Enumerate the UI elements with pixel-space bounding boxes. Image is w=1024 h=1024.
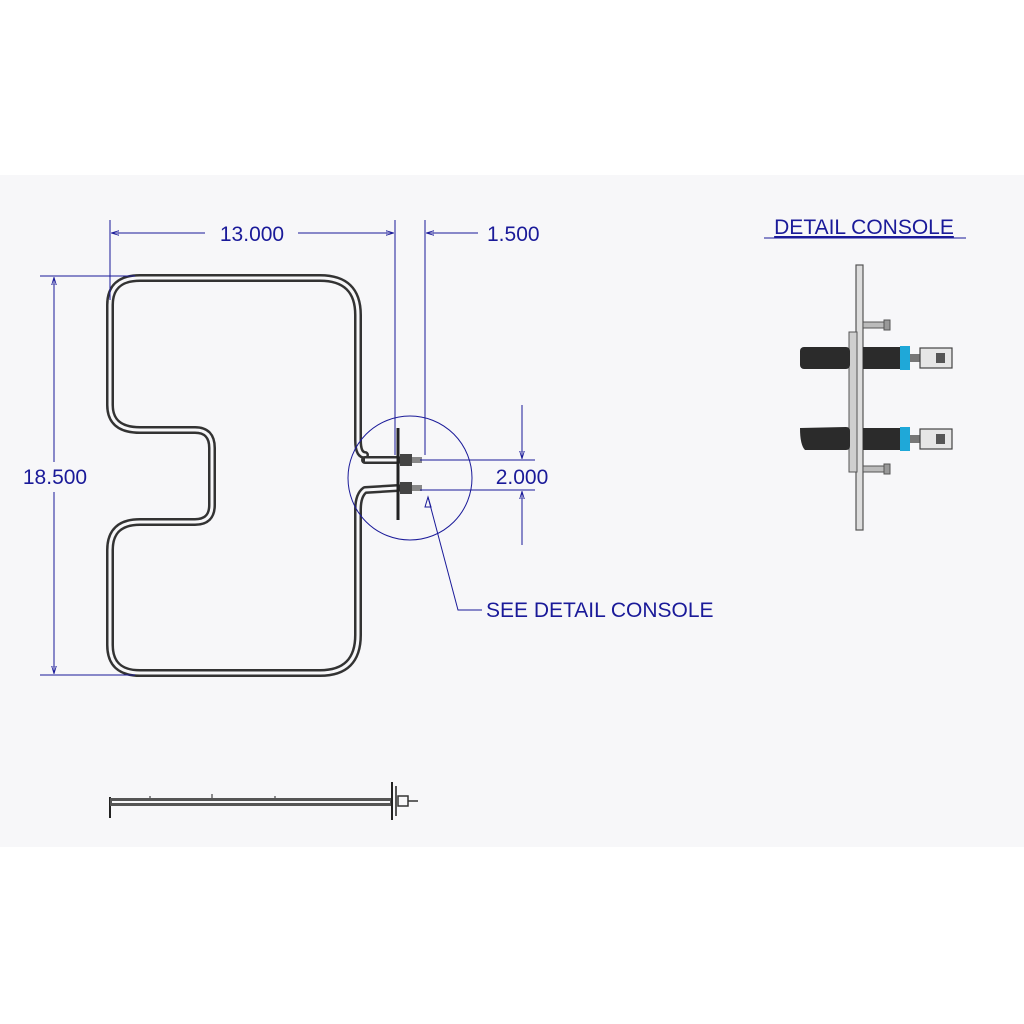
terminal-lower: [800, 427, 953, 451]
dimension-offset-label: 1.500: [487, 223, 540, 246]
heating-element-top-view: [106, 274, 422, 677]
dimension-width-label: 13.000: [220, 223, 284, 246]
terminal-upper: [800, 346, 953, 370]
element-loop-outer: [106, 274, 402, 677]
see-detail-callout: SEE DETAIL CONSOLE: [486, 599, 714, 622]
detail-console-view: [800, 264, 953, 531]
detail-circle: [347, 415, 473, 541]
element-loop-inner-highlight: [108, 276, 400, 675]
detail-console-title: DETAIL CONSOLE: [774, 216, 954, 239]
dimension-spacing-label: 2.000: [496, 466, 549, 489]
drawing-sheet: [0, 175, 1024, 847]
dimension-lines: [40, 220, 535, 676]
heating-element-side-view: [109, 782, 418, 820]
dimension-height-label: 18.500: [23, 466, 87, 489]
